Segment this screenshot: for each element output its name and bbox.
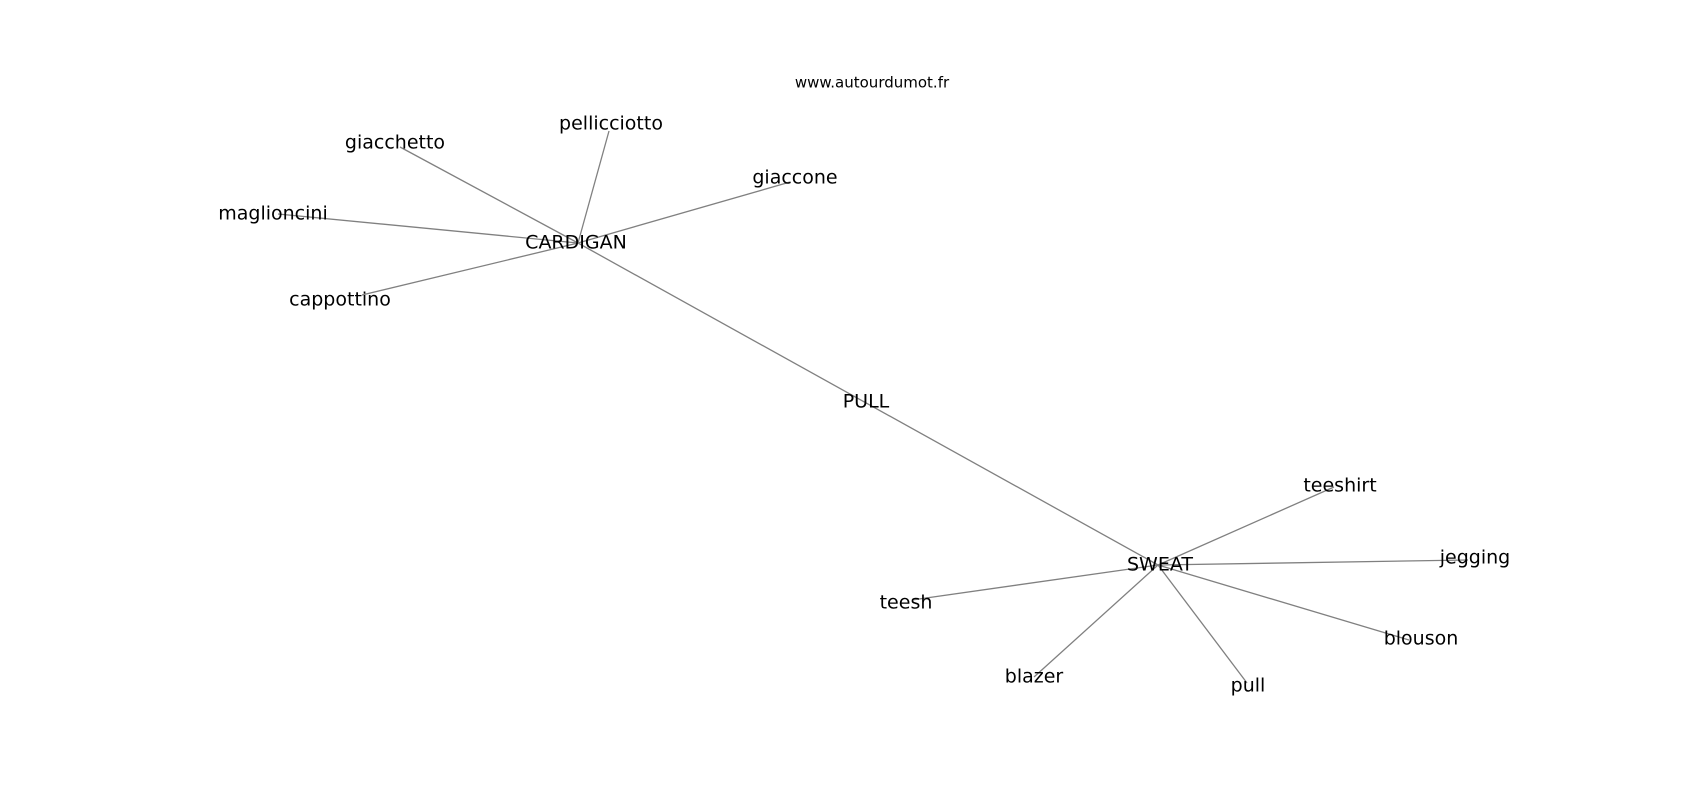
- node-label-maglioncini: maglioncini: [218, 203, 327, 225]
- node-label-teesh: teesh: [880, 592, 933, 614]
- website-watermark: www.autourdumot.fr: [795, 74, 950, 92]
- edge-cardigan-cappottino: [361, 242, 579, 296]
- node-label-giaccone: giaccone: [752, 167, 837, 189]
- node-label-pellicciotto: pellicciotto: [559, 113, 663, 135]
- edge-cardigan-sweat: [577, 242, 1159, 566]
- node-label-blouson: blouson: [1384, 628, 1459, 650]
- edge-sweat-teeshirt: [1157, 486, 1335, 566]
- node-label-jegging: jegging: [1439, 547, 1510, 569]
- node-label-cappottino: cappottino: [289, 289, 391, 311]
- node-label-pull-small: pull: [1231, 675, 1266, 697]
- edge-sweat-pull_small: [1157, 564, 1248, 684]
- node-label-blazer: blazer: [1005, 666, 1064, 688]
- node-label-pull-center: PULL: [843, 391, 890, 413]
- edge-cardigan-pellicciotto: [577, 130, 610, 244]
- edge-sweat-blouson: [1157, 564, 1410, 641]
- edge-cardigan-giaccone: [577, 181, 791, 244]
- edge-sweat-teesh: [911, 564, 1159, 601]
- edge-sweat-jegging: [1157, 559, 1469, 566]
- edge-cardigan-maglioncini: [277, 213, 579, 244]
- node-label-teeshirt: teeshirt: [1303, 475, 1376, 497]
- nodes-layer: PULL CARDIGAN SWEAT giacchetto pellicciotto g…: [218, 113, 1510, 697]
- node-label-giacchetto: giacchetto: [345, 132, 445, 154]
- edge-sweat-blazer: [1033, 564, 1159, 678]
- edges-layer: [277, 130, 1469, 684]
- node-label-cardigan: CARDIGAN: [525, 232, 627, 254]
- edge-cardigan-giacchetto: [399, 146, 579, 244]
- node-label-sweat: SWEAT: [1127, 554, 1193, 576]
